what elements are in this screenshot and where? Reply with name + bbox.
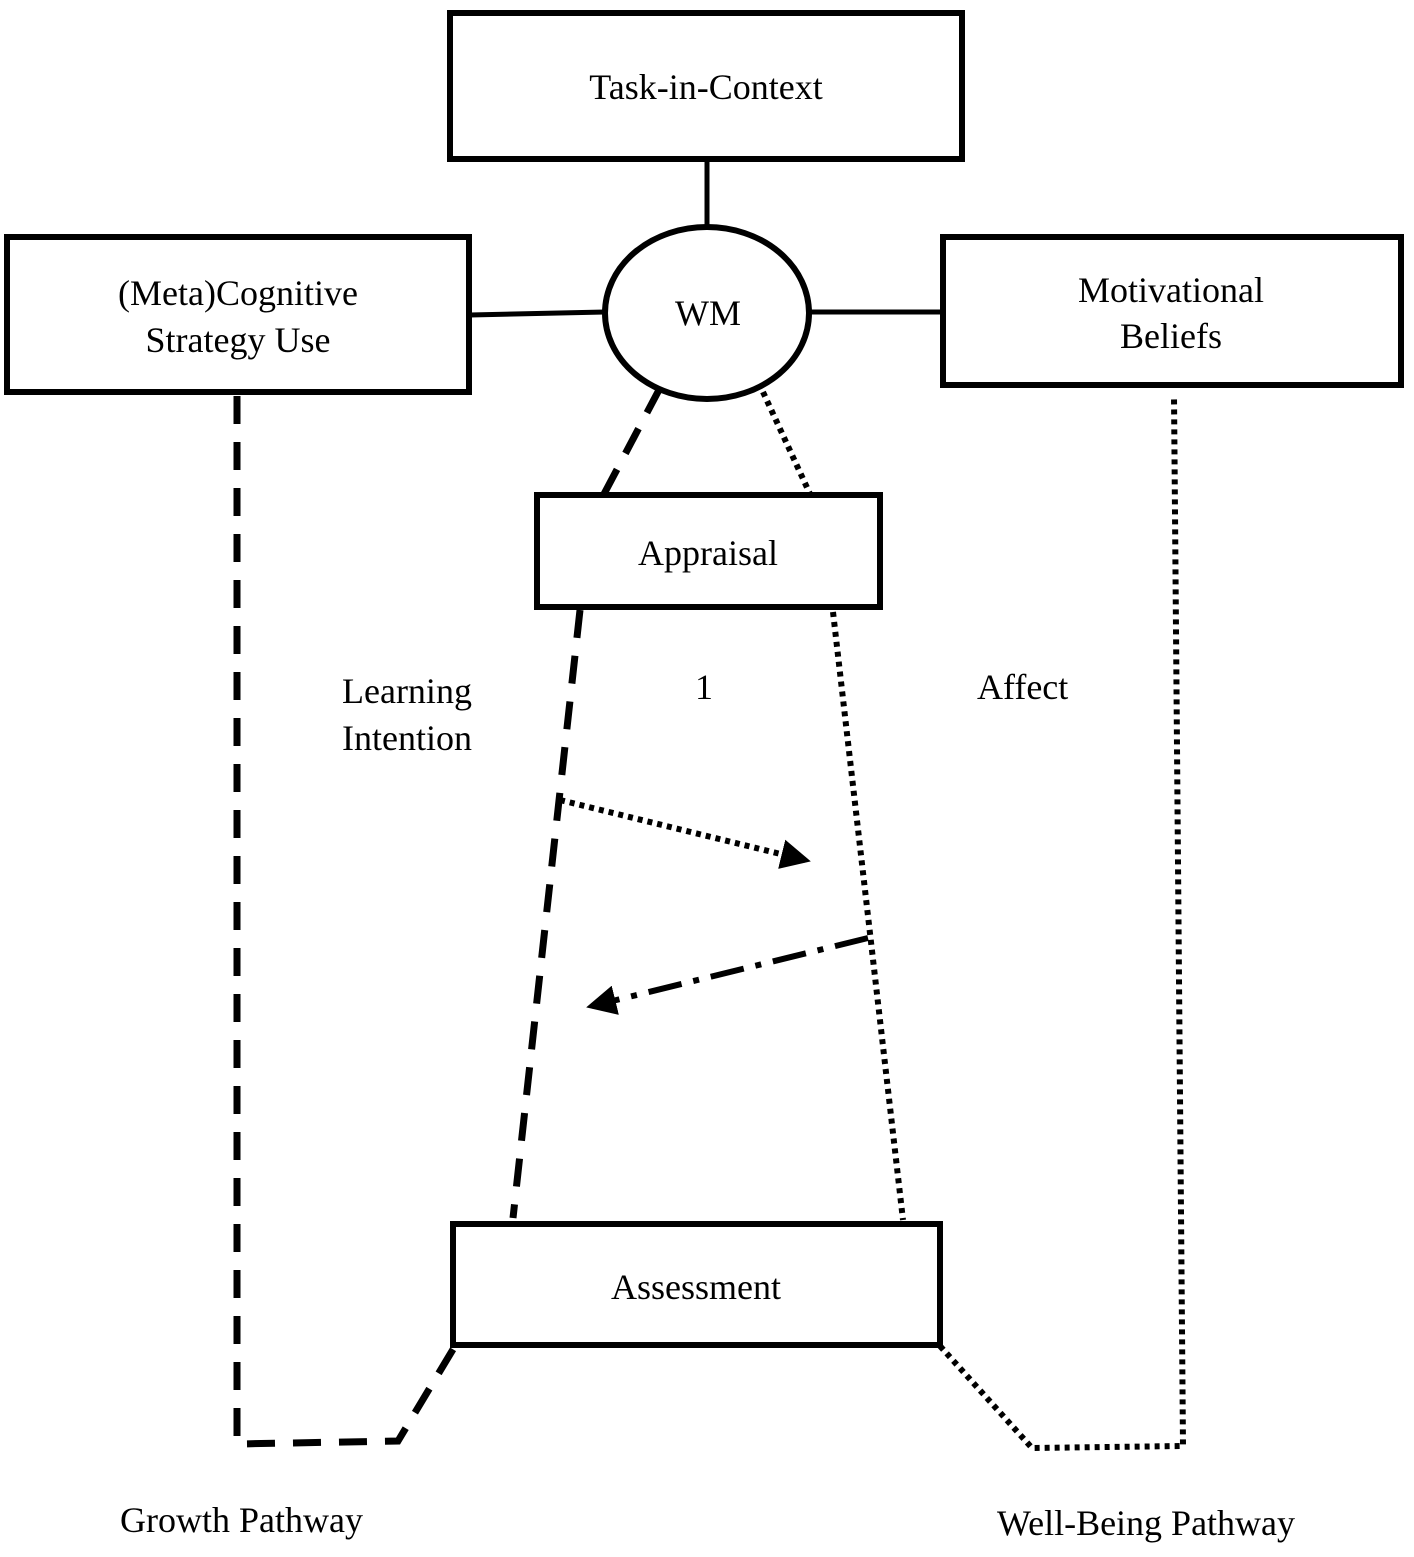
- learning-intention-pathway: [509, 609, 584, 1219]
- wm-ellipse: [602, 224, 812, 402]
- connector-wm-appraisal-dashed: [600, 386, 664, 496]
- appraisal-label: Appraisal: [638, 533, 778, 573]
- affect-pathway: [830, 611, 906, 1221]
- learning-intention-label-line1: Learning: [342, 671, 472, 711]
- motivational-beliefs-box: [940, 234, 1404, 388]
- connector-cognitive-wm: [469, 309, 606, 318]
- cognitive-strategy-box: [4, 234, 472, 395]
- learning-to-affect-arrow: [559, 797, 811, 869]
- growth-pathway-label: Growth Pathway: [120, 1500, 363, 1540]
- assessment-label: Assessment: [611, 1267, 781, 1307]
- task-in-context-box: [447, 10, 965, 162]
- assessment-box: [450, 1221, 943, 1348]
- growth-pathway-line: [233, 396, 459, 1448]
- motivational-label-line2: Beliefs: [1120, 316, 1222, 356]
- cognitive-label-line1: (Meta)Cognitive: [118, 273, 358, 313]
- learning-intention-label-line2: Intention: [342, 718, 472, 758]
- task-in-context-label: Task-in-Context: [589, 67, 822, 107]
- appraisal-box: [534, 492, 883, 610]
- wellbeing-pathway-line: [937, 395, 1187, 1452]
- cognitive-label-line2: Strategy Use: [146, 320, 331, 360]
- number-one-label: 1: [695, 667, 713, 707]
- wm-label: WM: [675, 293, 741, 333]
- connector-wm-appraisal-dotted: [760, 390, 813, 496]
- motivational-label-line1: Motivational: [1078, 270, 1264, 310]
- affect-to-learning-arrow: [586, 935, 869, 1015]
- affect-label: Affect: [977, 667, 1068, 707]
- wellbeing-pathway-label: Well-Being Pathway: [997, 1503, 1295, 1543]
